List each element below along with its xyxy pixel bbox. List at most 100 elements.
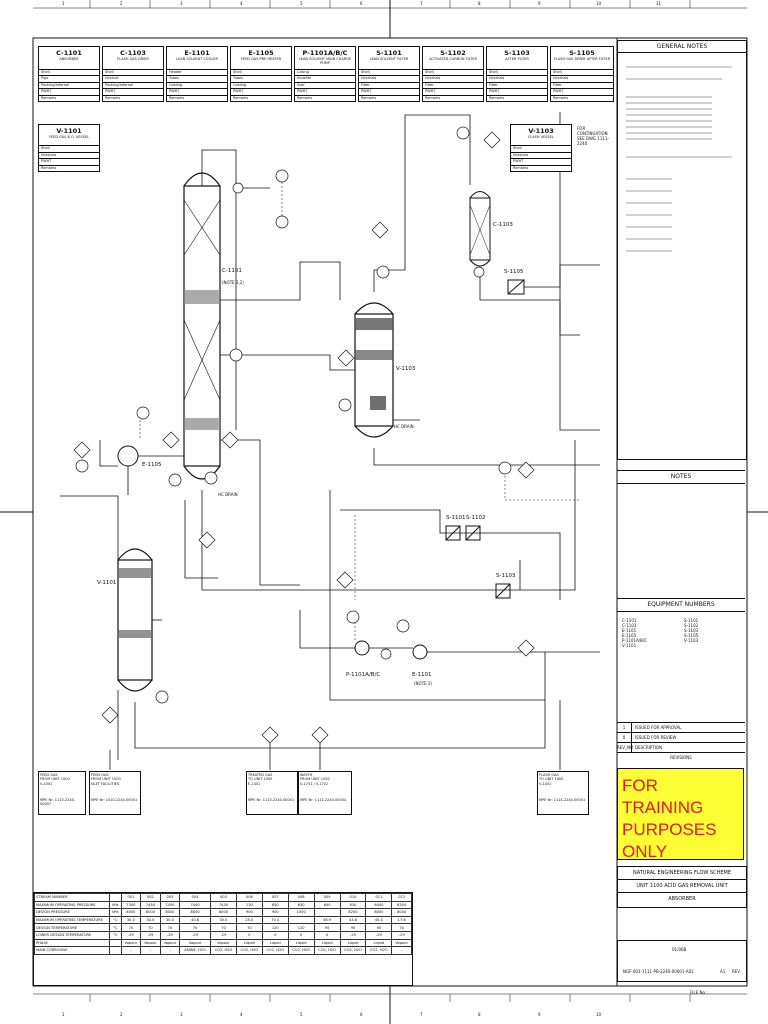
offpage-line: TREATED GAS (248, 773, 273, 777)
spec-row: Remarks (231, 94, 291, 102)
title-line-2: UNIT 1100 ACID GAS REMOVAL UNIT (618, 880, 746, 893)
spec-row: Impeller (295, 75, 355, 82)
spec-row: PWHT (487, 88, 547, 95)
equipment-number: S-1102 (684, 623, 699, 628)
stream-cell: 25.0 (235, 915, 263, 925)
label-s1105: S-1105 (504, 269, 524, 275)
stream-row-unit: °C (109, 915, 122, 925)
stream-cell: 70 (159, 923, 181, 932)
stream-cell: 30.0 (210, 915, 237, 925)
spec-row: Internals (39, 151, 99, 159)
revision-number: 0 (617, 733, 632, 742)
offpage-ref[interactable]: MPE Nr: 1113-2240-00001 (248, 797, 295, 802)
spec-row: Internals (487, 75, 547, 82)
training-banner: FOR TRAINING PURPOSES ONLY (617, 768, 744, 861)
stream-cell: -29 (140, 930, 161, 940)
drawing-number-block: 01/06B NGF-003-1111-PB-2240-00001-A01 A1… (617, 940, 747, 982)
grid-number: 6 (360, 1, 363, 6)
stream-cell: 30.0 (159, 915, 181, 925)
equipment-number: S-1105 (684, 633, 699, 638)
spec-row: Filter (551, 81, 613, 89)
spec-row: Seal (295, 81, 355, 89)
equipment-number: C-1101 (622, 618, 637, 623)
stream-cell: Liquid (313, 938, 341, 948)
equipment-name: FLASH VESSEL (528, 135, 554, 139)
title-line-1: NATURAL ENGINEERING FLOW SCHEME (618, 867, 746, 880)
equipment-tag: S-1105 (569, 49, 595, 57)
equipment-number: V-1101 (622, 643, 637, 648)
equipment-name: FLASH GAS DRIER AFTER FILTER (553, 57, 611, 61)
stream-cell: 95 (339, 923, 367, 932)
spec-row: Internal (103, 75, 163, 82)
spec-row: Shell (231, 68, 291, 76)
stream-cell: 70 (210, 923, 237, 932)
stream-cell: 40.8 (179, 915, 211, 925)
equipment-box-p1101: P-1101A/B/C LEAN SOLVENT MAIN CHARGE PUM… (294, 46, 356, 102)
stream-cell: -29 (120, 930, 142, 940)
offpage-treated-gas: TREATED GAS TO UNIT 1000 E-1401 MPE Nr: … (246, 771, 298, 815)
equipment-tag: V-1101 (56, 127, 82, 135)
stream-cell: – (391, 946, 412, 955)
offpage-ref[interactable]: MPE Nr: 1010-2240-00001 (91, 797, 138, 802)
spec-row: Internals (423, 75, 483, 82)
label-hc-drain: HC DRAIN (394, 424, 414, 429)
grid-number: 5 (300, 1, 303, 6)
stream-row-label: DESIGN PRESSURE (34, 908, 110, 917)
stream-number: 004 (179, 893, 211, 902)
spec-row: Remarks (423, 94, 483, 102)
stream-cell: 70 (120, 923, 142, 932)
offpage-line: FEED GAS (91, 773, 109, 777)
stream-cell: 7300 (120, 900, 142, 910)
stream-row-unit (109, 938, 122, 948)
stream-row-label: DESIGN TEMPERATURE (34, 923, 110, 932)
offpage-feed-gas-2: FEED GAS FROM UNIT 1000 NLET FACILITIES … (89, 771, 141, 815)
stream-number: 007 (261, 893, 289, 902)
stream-cell: 95 (313, 923, 341, 932)
stream-cell: Vapour (179, 938, 211, 948)
spec-row: Packing/Internal (39, 81, 99, 89)
offpage-line: E-1401 (248, 781, 261, 786)
offpage-ref[interactable]: MPE Nr: 1114-2240-00001 (539, 797, 586, 802)
offpage-line: V-1001 (40, 781, 53, 786)
spec-row: Cooling (167, 81, 227, 89)
offpage-ref[interactable]: MPE Nr: 1111-2240-00004 (300, 797, 347, 802)
equipment-tag: C-1103 (120, 49, 146, 57)
stream-cell: 95 (365, 923, 393, 932)
stream-cell: Vapour (120, 938, 142, 948)
file-no: FILE No.: (690, 990, 708, 995)
flash-vessel-v1103-shape (354, 302, 394, 438)
general-notes-title: GENERAL NOTES (618, 41, 746, 53)
label-hc-drain-2: HC DRAIN (218, 492, 238, 497)
stream-number: 003 (159, 893, 181, 902)
stream-cell: Vapour (210, 938, 237, 948)
label-e1105: E-1105 (142, 462, 162, 468)
stream-row: LOWER DESIGN TEMPERATURE°C-29-29-29-29-2… (34, 930, 412, 940)
revision-number: 1 (617, 723, 632, 732)
spec-row: Remarks (295, 94, 355, 102)
spec-row: Pipe (39, 75, 99, 82)
stream-cell: 630 (261, 900, 289, 910)
stream-header-label: STREAM NUMBER (34, 893, 110, 902)
stream-cell: -29 (159, 930, 181, 940)
stream-number: 010 (339, 893, 367, 902)
stream-cell: 900 (235, 908, 263, 917)
equipment-numbers-title: EQUIPMENT NUMBERS (617, 598, 745, 612)
grid-number: 8 (478, 1012, 481, 1017)
stream-cell: Liquid (365, 938, 393, 948)
equipment-name: LEAN SOLVENT FILTER (369, 57, 409, 61)
grid-number: 3 (180, 1012, 183, 1017)
spec-row: Filter (423, 81, 483, 89)
spec-row: Shell (103, 68, 163, 76)
stream-cell: 7450 (140, 900, 161, 910)
offpage-ref[interactable]: MPE Nr: 1113-2240-00007 (40, 797, 76, 807)
spec-row: Header (167, 68, 227, 76)
spec-row: PWHT (423, 88, 483, 95)
offpage-line: V-1701 / V-1702 (300, 781, 329, 786)
